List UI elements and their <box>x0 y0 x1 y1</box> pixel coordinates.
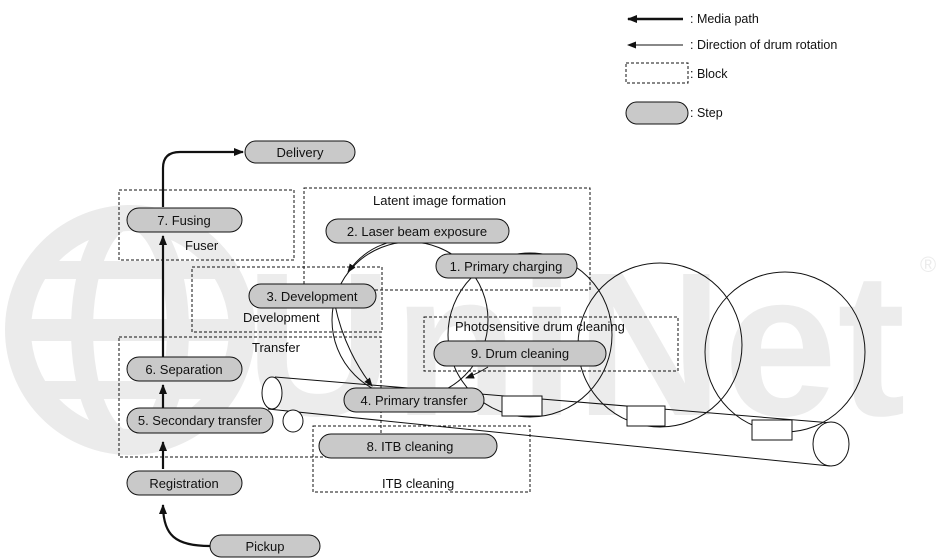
block-transfer-label: Transfer <box>252 340 301 355</box>
step-primary-transfer: 4. Primary transfer <box>343 387 485 413</box>
block-latent-label: Latent image formation <box>373 193 506 208</box>
block-itb-cleaning-label: ITB cleaning <box>382 476 454 491</box>
step-pickup: Pickup <box>209 534 321 558</box>
step-itb-cleaning: 8. ITB cleaning <box>318 433 498 459</box>
legend-step-swatch <box>625 101 689 125</box>
watermark-registered-mark: ® <box>920 252 936 277</box>
media-path-pickup-to-registration <box>159 504 211 548</box>
block-drum-cleaning-label: Photosensitive drum cleaning <box>455 319 625 334</box>
itb-belt <box>261 376 850 467</box>
primary-transfer-roller-3 <box>751 419 793 441</box>
step-fusing: 7. Fusing <box>126 207 243 233</box>
step-registration: Registration <box>126 470 243 496</box>
block-development <box>191 266 383 333</box>
drum-2 <box>447 252 613 418</box>
step-separation: 6. Separation <box>126 356 243 382</box>
step-development-label: 3. Development <box>266 289 357 304</box>
steps: Delivery 7. Fusing 2. Laser beam exposur… <box>126 140 607 558</box>
legend-media-path-label: : Media path <box>690 12 759 26</box>
step-registration-label: Registration <box>149 476 218 491</box>
step-itb-cleaning-label: 8. ITB cleaning <box>367 439 454 454</box>
step-laser-beam-exposure: 2. Laser beam exposure <box>325 218 510 244</box>
step-primary-charging: 1. Primary charging <box>435 253 578 279</box>
step-separation-label: 6. Separation <box>145 362 222 377</box>
block-photosensitive-drum-cleaning <box>423 316 679 372</box>
step-fusing-label: 7. Fusing <box>157 213 210 228</box>
legend-block-label: : Block <box>690 67 728 81</box>
step-laser-label: 2. Laser beam exposure <box>347 224 487 239</box>
block-fuser-label: Fuser <box>185 238 219 253</box>
step-drum-cleaning: 9. Drum cleaning <box>433 340 607 367</box>
rotation-arrow-development-to-transfer <box>334 304 373 387</box>
primary-transfer-roller-1 <box>501 395 543 417</box>
step-drum-cleaning-label: 9. Drum cleaning <box>471 346 569 361</box>
step-development: 3. Development <box>248 283 377 309</box>
media-path-fusing-to-delivery <box>161 148 244 207</box>
block-latent-image-formation <box>303 187 591 291</box>
step-secondary-transfer-label: 5. Secondary transfer <box>138 413 263 428</box>
step-primary-charging-label: 1. Primary charging <box>450 259 563 274</box>
block-development-label: Development <box>243 310 320 325</box>
legend-step-label: : Step <box>690 106 723 120</box>
step-pickup-label: Pickup <box>245 539 284 554</box>
block-itb-cleaning <box>312 425 531 493</box>
step-delivery: Delivery <box>244 140 356 164</box>
legend-drum-rotation-label: : Direction of drum rotation <box>690 38 837 52</box>
rotation-arrow-cleaning <box>465 366 489 379</box>
primary-transfer-roller-2 <box>626 405 666 427</box>
step-primary-transfer-label: 4. Primary transfer <box>361 393 469 408</box>
block-fuser <box>118 189 295 261</box>
legend: : Media path : Direction of drum rotatio… <box>625 12 837 125</box>
step-secondary-transfer: 5. Secondary transfer <box>126 407 274 434</box>
legend-block-swatch <box>625 62 689 84</box>
step-delivery-label: Delivery <box>277 145 324 160</box>
